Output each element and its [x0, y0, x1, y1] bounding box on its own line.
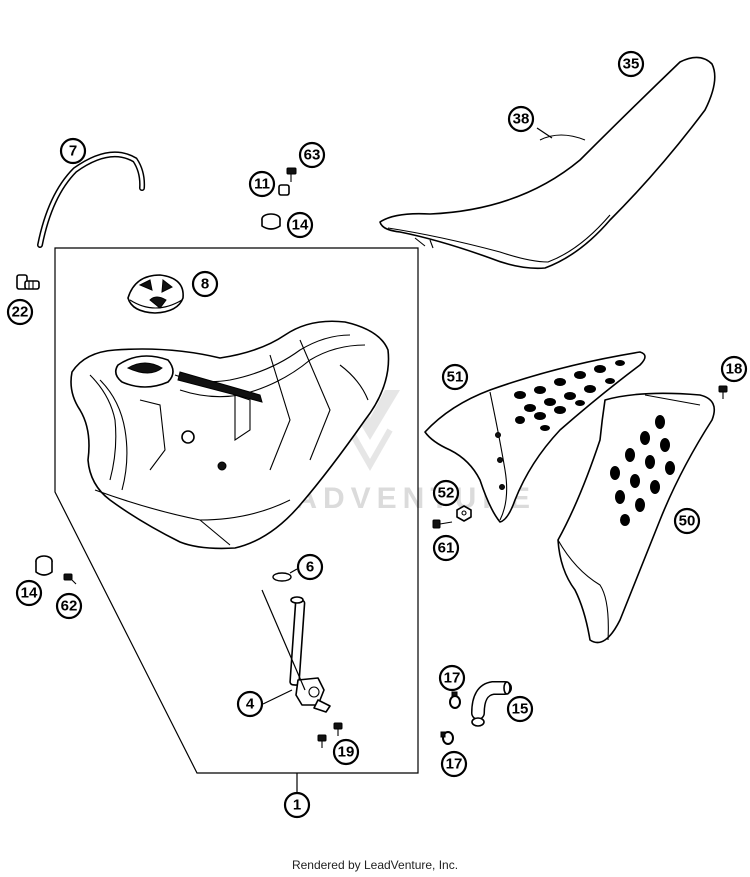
hose-fitting — [16, 274, 40, 290]
assembly-bracket — [54, 247, 419, 774]
side-cover-lower — [557, 392, 716, 644]
fuel-tank — [70, 320, 390, 550]
screw-18 — [718, 385, 728, 399]
svg-text:35: 35 — [623, 56, 640, 73]
svg-text:15: 15 — [512, 701, 529, 718]
svg-text:17: 17 — [444, 670, 461, 687]
callout-14-left: 14 — [15, 579, 43, 607]
spacer-14-left — [35, 555, 53, 576]
callout-4: 4 — [236, 690, 264, 718]
svg-text:61: 61 — [438, 540, 455, 557]
screws-19 — [317, 722, 343, 748]
bushing-11 — [278, 184, 290, 196]
svg-text:1: 1 — [293, 797, 301, 814]
svg-text:38: 38 — [513, 111, 530, 128]
callout-11: 11 — [248, 170, 276, 198]
callout-52: 52 — [432, 479, 460, 507]
svg-text:7: 7 — [69, 143, 77, 160]
svg-text:17: 17 — [446, 756, 463, 773]
callout-63: 63 — [298, 141, 326, 169]
vent-holes-lower — [610, 415, 675, 526]
svg-text:51: 51 — [447, 369, 464, 386]
callout-15: 15 — [506, 695, 534, 723]
spacer-14-top — [261, 213, 281, 230]
screw-62 — [63, 573, 77, 585]
callout-61: 61 — [432, 534, 460, 562]
svg-text:18: 18 — [726, 361, 743, 378]
side-cover-upper — [424, 351, 646, 523]
callout-18: 18 — [720, 355, 748, 383]
callout-35: 35 — [617, 50, 645, 78]
hose-clamp-bottom — [440, 731, 454, 745]
callout-7: 7 — [59, 137, 87, 165]
breather-hose — [471, 681, 512, 727]
callout-51: 51 — [441, 363, 469, 391]
svg-text:6: 6 — [306, 559, 314, 576]
leader-lines — [262, 127, 553, 705]
svg-text:50: 50 — [679, 513, 696, 530]
svg-text:4: 4 — [246, 696, 255, 713]
callout-38: 38 — [507, 105, 535, 133]
footer-credit: Rendered by LeadVenture, Inc. — [291, 858, 459, 872]
callout-6: 6 — [296, 553, 324, 581]
callout-17-bottom: 17 — [440, 750, 468, 778]
callout-19: 19 — [332, 738, 360, 766]
callout-62: 62 — [55, 592, 83, 620]
nut-52 — [456, 505, 472, 522]
vent-holes-upper — [514, 360, 625, 431]
fuel-cap — [127, 274, 184, 314]
o-ring — [272, 568, 298, 582]
screw-63 — [286, 167, 297, 182]
screw-61 — [432, 519, 453, 529]
fuel-tap — [261, 589, 331, 713]
callout-1: 1 — [283, 791, 311, 819]
svg-text:52: 52 — [438, 485, 455, 502]
svg-text:62: 62 — [61, 598, 78, 615]
callout-8: 8 — [191, 270, 219, 298]
svg-text:11: 11 — [254, 176, 270, 193]
fuel-hose — [37, 151, 146, 248]
svg-text:14: 14 — [292, 217, 309, 234]
svg-text:22: 22 — [12, 304, 29, 321]
svg-text:19: 19 — [338, 744, 355, 761]
seat — [379, 56, 716, 270]
svg-text:14: 14 — [21, 585, 38, 602]
hose-clamp-top — [449, 691, 461, 709]
callout-17-top: 17 — [438, 664, 466, 692]
svg-text:63: 63 — [304, 147, 321, 164]
svg-text:8: 8 — [201, 276, 209, 293]
callout-50: 50 — [673, 507, 701, 535]
callout-14-top: 14 — [286, 211, 314, 239]
callout-22: 22 — [6, 298, 34, 326]
